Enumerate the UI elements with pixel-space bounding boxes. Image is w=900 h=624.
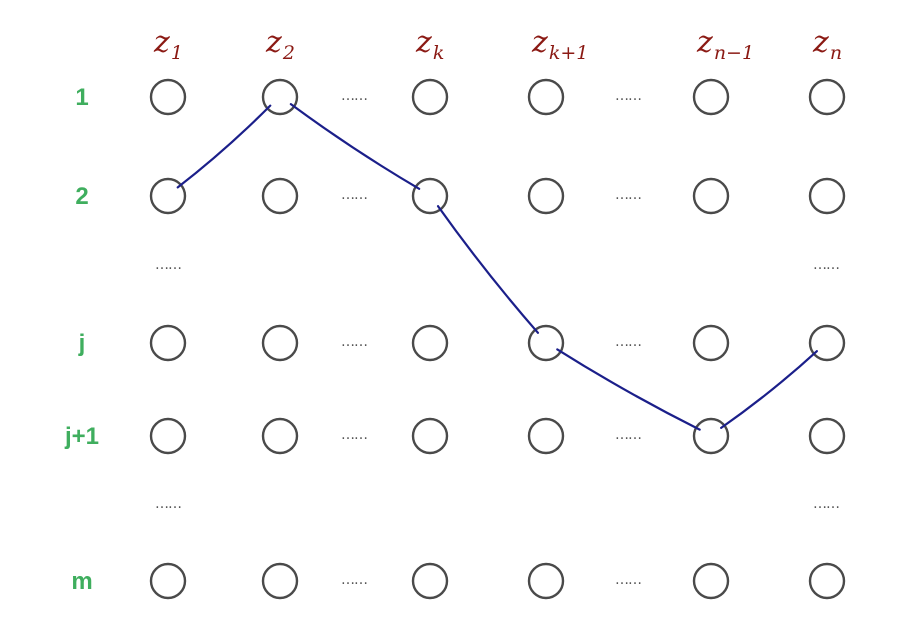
ellipsis-markers: …… …… …… …… …… …… …… …… …… …… …… …… …… …… xyxy=(155,88,840,588)
ellipsis-row1-1: …… xyxy=(615,187,641,203)
viterbi-path xyxy=(176,103,818,431)
state-node-r3-c0 xyxy=(149,417,187,455)
column-labels: z1 z2 zk zk+1 zn−1 zn xyxy=(153,25,842,64)
ellipsis-row2-1: …… xyxy=(615,334,641,350)
path-segment-1 xyxy=(289,103,421,190)
state-node-r0-c0 xyxy=(149,78,187,116)
state-node-r3-c3 xyxy=(527,417,565,455)
ellipsis-row0-0: …… xyxy=(341,88,367,104)
state-node-r1-c1 xyxy=(261,177,299,215)
state-node-r2-c0 xyxy=(149,324,187,362)
ellipsis-row3-1: …… xyxy=(615,427,641,443)
state-node-r4-c2 xyxy=(411,562,449,600)
state-node-r1-c4 xyxy=(692,177,730,215)
state-node-r2-c4 xyxy=(692,324,730,362)
column-label-3: zk+1 xyxy=(531,25,588,64)
state-node-r3-c1 xyxy=(261,417,299,455)
state-node-r0-c4 xyxy=(692,78,730,116)
path-segment-0 xyxy=(176,104,272,189)
state-node-r2-c3 xyxy=(527,324,565,362)
state-node-r2-c1 xyxy=(261,324,299,362)
column-label-1: z2 xyxy=(265,25,295,64)
row-labels: 1 2 j j+1 m xyxy=(64,84,99,595)
column-label-0: z1 xyxy=(153,25,183,64)
state-node-r4-c3 xyxy=(527,562,565,600)
state-node-r1-c0 xyxy=(149,177,187,215)
state-node-r3-c5 xyxy=(808,417,846,455)
state-node-r1-c5 xyxy=(808,177,846,215)
ellipsis-gap-1-1: …… xyxy=(813,496,839,512)
ellipsis-row2-0: …… xyxy=(341,334,367,350)
ellipsis-row4-0: …… xyxy=(341,572,367,588)
state-node-r2-c2 xyxy=(411,324,449,362)
path-segment-4 xyxy=(720,350,818,429)
column-label-5: zn xyxy=(812,25,842,64)
state-node-r0-c2 xyxy=(411,78,449,116)
state-node-r3-c2 xyxy=(411,417,449,455)
column-label-4: zn−1 xyxy=(696,25,754,64)
state-node-r4-c1 xyxy=(261,562,299,600)
state-node-r0-c3 xyxy=(527,78,565,116)
row-label-0: 1 xyxy=(75,84,88,111)
state-nodes xyxy=(149,78,846,600)
state-node-r1-c2 xyxy=(411,177,449,215)
ellipsis-row4-1: …… xyxy=(615,572,641,588)
column-label-2: zk xyxy=(415,25,444,64)
ellipsis-gap-0-1: …… xyxy=(813,257,839,273)
column-label-subscript: 1 xyxy=(171,42,183,64)
path-segment-2 xyxy=(436,205,540,334)
ellipsis-gap-0-0: …… xyxy=(155,257,181,273)
row-label-4: m xyxy=(71,568,92,595)
column-label-subscript: n xyxy=(830,42,842,64)
ellipsis-row1-0: …… xyxy=(341,187,367,203)
state-node-r2-c5 xyxy=(808,324,846,362)
state-node-r1-c3 xyxy=(527,177,565,215)
state-node-r4-c0 xyxy=(149,562,187,600)
ellipsis-row3-0: …… xyxy=(341,427,367,443)
row-label-1: 2 xyxy=(75,183,88,210)
state-node-r0-c5 xyxy=(808,78,846,116)
row-label-3: j+1 xyxy=(64,423,99,450)
column-label-subscript: k+1 xyxy=(549,42,589,64)
column-label-subscript: k xyxy=(433,42,445,64)
column-label-subscript: n−1 xyxy=(714,42,754,64)
ellipsis-gap-1-0: …… xyxy=(155,496,181,512)
path-segment-3 xyxy=(556,348,701,431)
state-node-r4-c5 xyxy=(808,562,846,600)
state-node-r3-c4 xyxy=(692,417,730,455)
state-node-r0-c1 xyxy=(261,78,299,116)
column-label-subscript: 2 xyxy=(282,42,295,64)
state-node-r4-c4 xyxy=(692,562,730,600)
row-label-2: j xyxy=(78,330,86,357)
ellipsis-row0-1: …… xyxy=(615,88,641,104)
